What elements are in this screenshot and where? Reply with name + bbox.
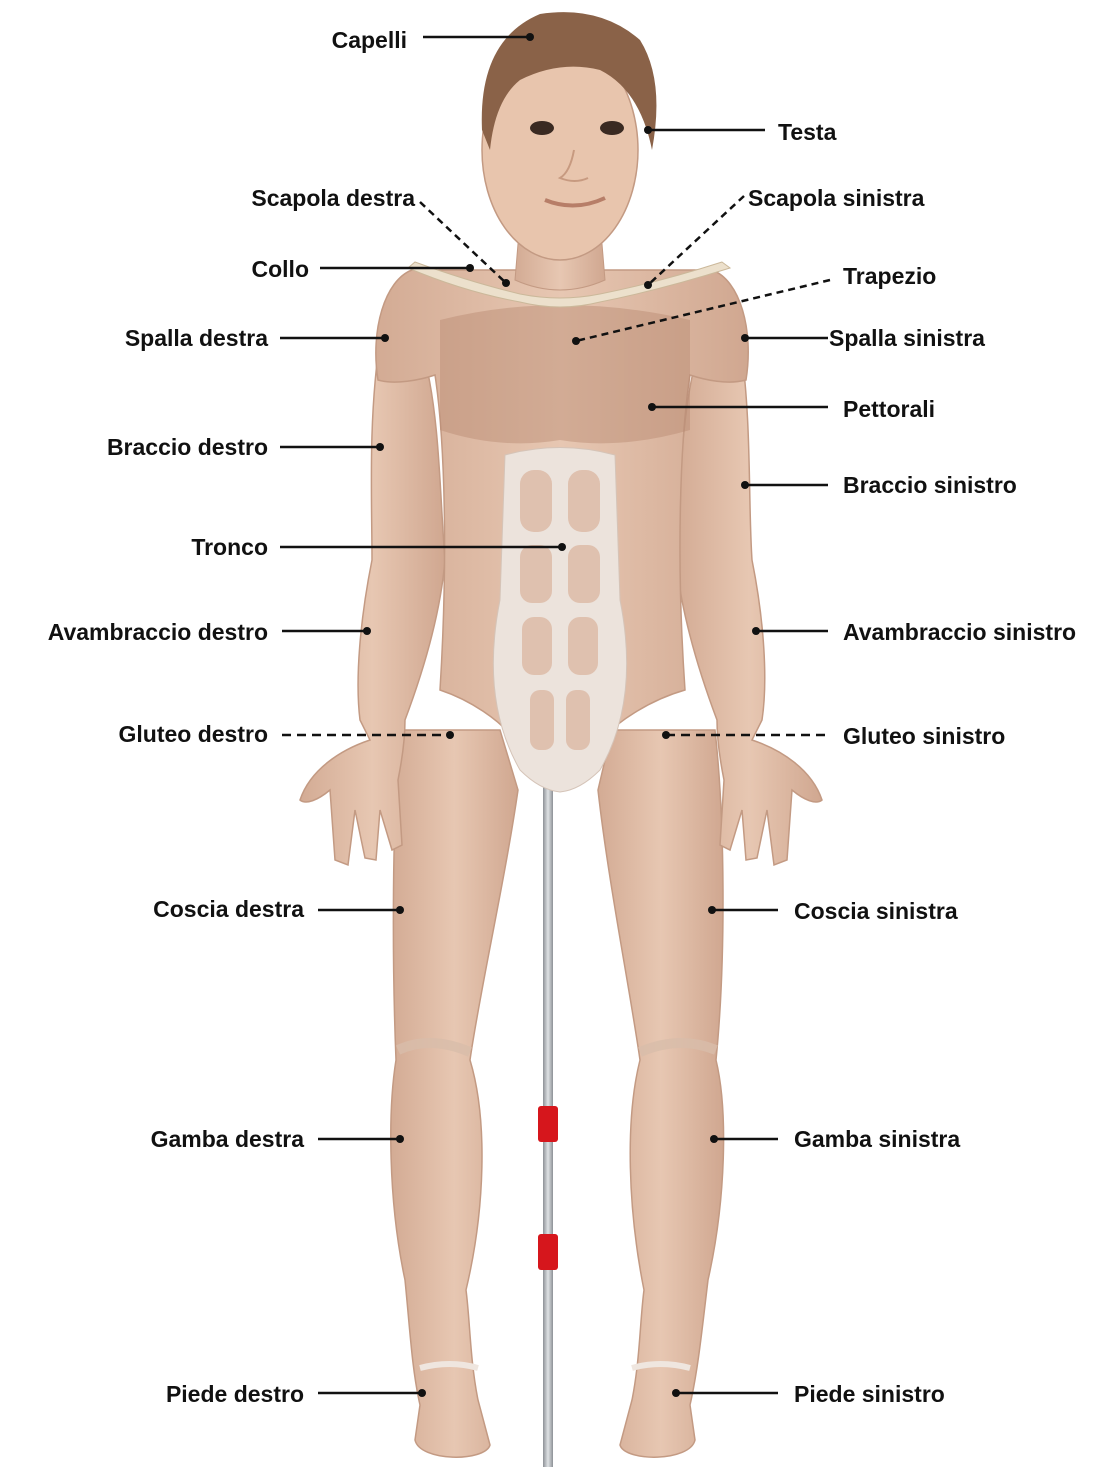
label-scapola-sinistra: Scapola sinistra bbox=[748, 185, 924, 211]
abdomen-panel bbox=[493, 448, 626, 793]
stand-clip-upper bbox=[538, 1106, 558, 1142]
label-collo: Collo bbox=[252, 256, 310, 282]
label-gluteo-sinistro: Gluteo sinistro bbox=[843, 723, 1005, 749]
label-piede-destro: Piede destro bbox=[166, 1381, 304, 1407]
label-gamba-destra: Gamba destra bbox=[151, 1126, 304, 1152]
label-coscia-destra: Coscia destra bbox=[153, 896, 304, 922]
label-testa: Testa bbox=[778, 119, 836, 145]
label-piede-sinistro: Piede sinistro bbox=[794, 1381, 945, 1407]
label-spalla-sinistra: Spalla sinistra bbox=[829, 325, 985, 351]
stand-clip-lower bbox=[538, 1234, 558, 1270]
label-avambraccio-destro: Avambraccio destro bbox=[48, 619, 268, 645]
left-leg bbox=[598, 730, 724, 1457]
label-tronco: Tronco bbox=[191, 534, 268, 560]
right-leg bbox=[391, 730, 518, 1457]
label-coscia-sinistra: Coscia sinistra bbox=[794, 898, 958, 924]
label-capelli: Capelli bbox=[332, 27, 407, 53]
label-scapola-destra: Scapola destra bbox=[251, 185, 415, 211]
label-pettorali: Pettorali bbox=[843, 396, 935, 422]
label-braccio-destro: Braccio destro bbox=[107, 434, 268, 460]
label-gluteo-destro: Gluteo destro bbox=[118, 721, 268, 747]
label-trapezio: Trapezio bbox=[843, 263, 936, 289]
label-spalla-destra: Spalla destra bbox=[125, 325, 268, 351]
label-gamba-sinistra: Gamba sinistra bbox=[794, 1126, 960, 1152]
label-avambraccio-sinistro: Avambraccio sinistro bbox=[843, 619, 1076, 645]
label-braccio-sinistro: Braccio sinistro bbox=[843, 472, 1017, 498]
head bbox=[482, 12, 657, 260]
